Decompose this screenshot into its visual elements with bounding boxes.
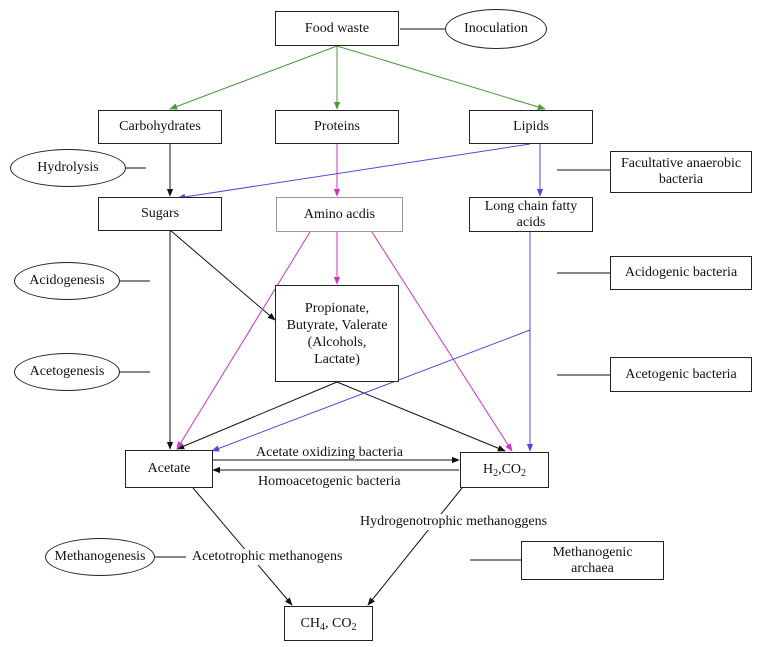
node-amino-acids: Amino acdis <box>276 197 403 232</box>
arrow-sugars-vfa <box>169 229 276 321</box>
organism-methanogenic-archaea: Methanogenic archaea <box>521 541 664 580</box>
stage-methanogenesis: Methanogenesis <box>45 538 155 576</box>
h2co2-label: H2,CO2 <box>482 462 527 479</box>
arrow-foodwaste-carbohydrates <box>169 45 338 110</box>
label-acetate-oxidizing-bacteria: Acetate oxidizing bacteria <box>256 445 403 460</box>
node-proteins: Proteins <box>275 110 399 144</box>
stage-acidogenesis: Acidogenesis <box>14 262 120 300</box>
label-hydrogenotrophic-methanogens: Hydrogenotrophic methanoggens <box>360 514 548 530</box>
arrow-vfa-h2co2 <box>336 381 506 452</box>
arrow-lipids-sugars <box>177 143 531 201</box>
arrow-h2co2-ch4co2 <box>367 487 463 606</box>
stage-inoculation: Inoculation <box>445 9 547 49</box>
arrow-acetate-ch4co2 <box>192 487 293 606</box>
organism-facultative-anaerobic-bacteria: Facultative anaerobic bacteria <box>610 151 752 193</box>
node-propionate-butyrate-valerate: Propionate, Butyrate, Valerate (Alcohols… <box>275 285 399 382</box>
node-sugars: Sugars <box>98 197 222 231</box>
arrow-aminoacids-acetate <box>176 231 311 450</box>
node-acetate: Acetate <box>125 450 213 488</box>
arrow-vfa-acetate <box>176 381 338 450</box>
node-food-waste: Food waste <box>275 11 399 46</box>
arrow-foodwaste-lipids <box>336 45 546 110</box>
organism-acidogenic-bacteria: Acidogenic bacteria <box>610 256 752 290</box>
label-homoacetogenic-bacteria: Homoacetogenic bacteria <box>258 474 401 489</box>
node-long-chain-fatty-acids: Long chain fatty acids <box>469 197 593 232</box>
stage-acetogenesis: Acetogenesis <box>14 353 120 391</box>
arrow-aminoacids-h2co2 <box>371 231 513 452</box>
arrow-lcfa-acetate <box>211 329 531 452</box>
stage-hydrolysis: Hydrolysis <box>10 149 126 187</box>
node-lipids: Lipids <box>469 110 593 144</box>
node-ch4-co2: CH4, CO2 <box>284 606 373 641</box>
organism-acetogenic-bacteria: Acetogenic bacteria <box>610 357 752 392</box>
label-acetotrophic-methanogens: Acetotrophic methanogens <box>192 549 343 565</box>
ch4co2-label: CH4, CO2 <box>300 615 357 633</box>
node-h2-co2: H2,CO2 <box>460 452 549 488</box>
node-carbohydrates: Carbohydrates <box>98 110 222 144</box>
